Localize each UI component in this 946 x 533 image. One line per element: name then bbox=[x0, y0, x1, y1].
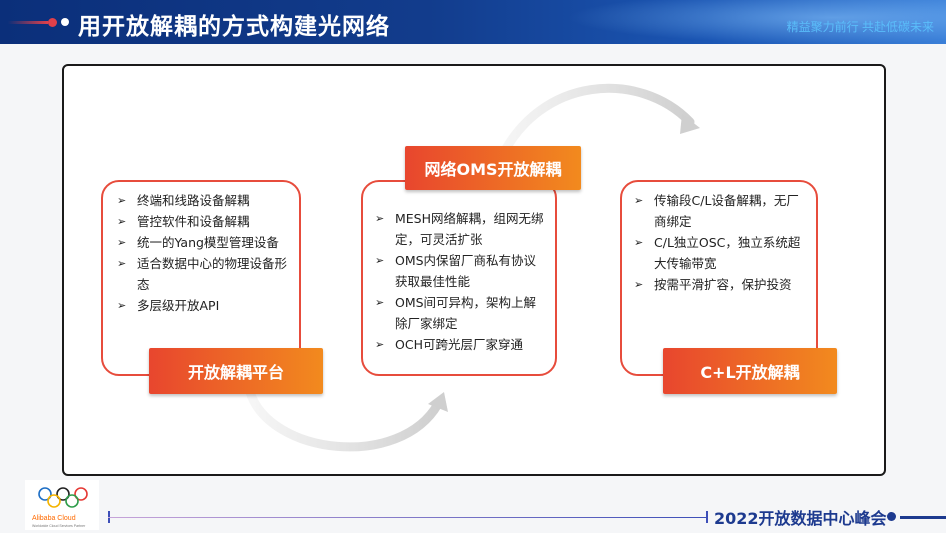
list-item: ➢终端和线路设备解耦 bbox=[111, 190, 289, 211]
arrow-upper-head-icon bbox=[680, 114, 700, 134]
list-item: ➢OMS内保留厂商私有协议获取最佳性能 bbox=[369, 250, 547, 292]
card-open-platform-title: 开放解耦平台 bbox=[149, 348, 323, 394]
footer-dot-icon bbox=[887, 512, 896, 521]
footer-line bbox=[108, 517, 706, 518]
card-oms: ➢MESH网络解耦，组网无绑定，可灵活扩张 ➢OMS内保留厂商私有协议获取最佳性… bbox=[361, 180, 557, 376]
slide-title: 用开放解耦的方式构建光网络 bbox=[78, 14, 390, 40]
chevron-right-icon: ➢ bbox=[634, 236, 644, 249]
summit-name: 2022开放数据中心峰会 bbox=[714, 509, 887, 528]
card-open-platform-list: ➢终端和线路设备解耦 ➢管控软件和设备解耦 ➢统一的Yang模型管理设备 ➢适合… bbox=[111, 190, 289, 316]
footer-accent-bar bbox=[900, 516, 946, 519]
alibaba-cloud-logo: Alibaba Cloud bbox=[32, 515, 76, 522]
header-dot-icon bbox=[61, 18, 69, 26]
list-item: ➢OCH可跨光层厂家穿通 bbox=[369, 334, 547, 355]
olympic-rings-icon bbox=[38, 487, 88, 508]
chevron-right-icon: ➢ bbox=[375, 296, 385, 309]
chevron-right-icon: ➢ bbox=[117, 299, 127, 312]
card-cl: ➢传输段C/L设备解耦，无厂商绑定 ➢C/L独立OSC，独立系统超大传输带宽 ➢… bbox=[620, 180, 818, 376]
list-item: ➢OMS间可异构，架构上解除厂家绑定 bbox=[369, 292, 547, 334]
header-glow bbox=[566, 0, 946, 44]
header-accent-bar bbox=[8, 21, 48, 24]
card-open-platform: ➢终端和线路设备解耦 ➢管控软件和设备解耦 ➢统一的Yang模型管理设备 ➢适合… bbox=[101, 180, 301, 376]
slide-header: 用开放解耦的方式构建光网络 精益聚力前行 共赴低碳未来 bbox=[0, 0, 946, 44]
arrow-lower-head-icon bbox=[428, 392, 448, 412]
chevron-right-icon: ➢ bbox=[117, 194, 127, 207]
footer-divider bbox=[706, 511, 708, 523]
chevron-right-icon: ➢ bbox=[634, 194, 644, 207]
chevron-right-icon: ➢ bbox=[634, 278, 644, 291]
card-oms-title: 网络OMS开放解耦 bbox=[405, 146, 581, 190]
list-item: ➢统一的Yang模型管理设备 bbox=[111, 232, 289, 253]
chevron-right-icon: ➢ bbox=[117, 236, 127, 249]
list-item: ➢多层级开放API bbox=[111, 295, 289, 316]
list-item: ➢管控软件和设备解耦 bbox=[111, 211, 289, 232]
chevron-right-icon: ➢ bbox=[117, 215, 127, 228]
list-item: ➢按需平滑扩容，保护投资 bbox=[628, 274, 806, 295]
chevron-right-icon: ➢ bbox=[117, 257, 127, 270]
footer-logo: Alibaba Cloud Worldwide Cloud Services P… bbox=[25, 480, 99, 530]
alibaba-cloud-subtext: Worldwide Cloud Services Partner bbox=[32, 524, 86, 528]
card-oms-list: ➢MESH网络解耦，组网无绑定，可灵活扩张 ➢OMS内保留厂商私有协议获取最佳性… bbox=[369, 208, 547, 355]
list-item: ➢MESH网络解耦，组网无绑定，可灵活扩张 bbox=[369, 208, 547, 250]
arrow-lower-icon bbox=[245, 387, 443, 452]
slide-tagline: 精益聚力前行 共赴低碳未来 bbox=[786, 20, 934, 34]
arrow-upper-icon bbox=[495, 83, 695, 165]
card-cl-list: ➢传输段C/L设备解耦，无厂商绑定 ➢C/L独立OSC，独立系统超大传输带宽 ➢… bbox=[628, 190, 806, 295]
chevron-right-icon: ➢ bbox=[375, 254, 385, 267]
list-item: ➢适合数据中心的物理设备形态 bbox=[111, 253, 289, 295]
list-item: ➢传输段C/L设备解耦，无厂商绑定 bbox=[628, 190, 806, 232]
list-item: ➢C/L独立OSC，独立系统超大传输带宽 bbox=[628, 232, 806, 274]
chevron-right-icon: ➢ bbox=[375, 338, 385, 351]
chevron-right-icon: ➢ bbox=[375, 212, 385, 225]
card-cl-title: C+L开放解耦 bbox=[663, 348, 837, 394]
header-dot-icon bbox=[48, 18, 57, 27]
